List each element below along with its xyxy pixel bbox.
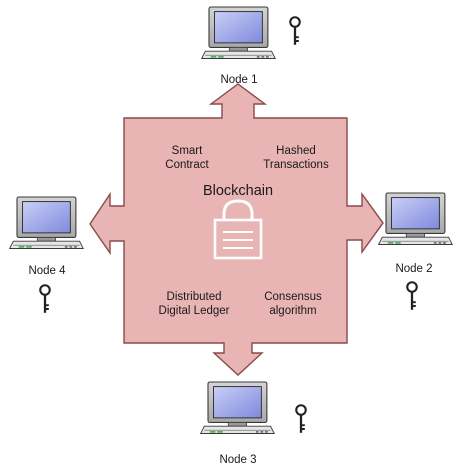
hub-title: Blockchain <box>202 183 274 199</box>
feature-smart-contract: Smart Contract <box>165 145 209 171</box>
node-3-computer-icon <box>200 381 275 435</box>
node-1-computer-icon <box>201 6 276 60</box>
node-1-label: Node 1 <box>220 74 258 86</box>
node-4-key-icon <box>39 284 51 314</box>
feature-distributed-digital-ledger: Distributed Digital Ledger <box>158 291 230 317</box>
node-3-key-icon <box>295 404 307 434</box>
node-2-key-icon <box>406 281 418 311</box>
feature-consensus-algorithm: Consensus algorithm <box>264 291 322 317</box>
node-2-computer-icon <box>378 192 453 246</box>
node-4-label: Node 4 <box>28 265 66 277</box>
node-1-key-icon <box>289 16 301 46</box>
padlock-icon <box>213 199 263 260</box>
node-4-computer-icon <box>9 196 84 250</box>
node-2-label: Node 2 <box>395 263 433 275</box>
node-3-label: Node 3 <box>219 454 257 466</box>
feature-hashed-transactions: Hashed Transactions <box>263 145 329 171</box>
blockchain-hub-shape <box>89 83 384 376</box>
